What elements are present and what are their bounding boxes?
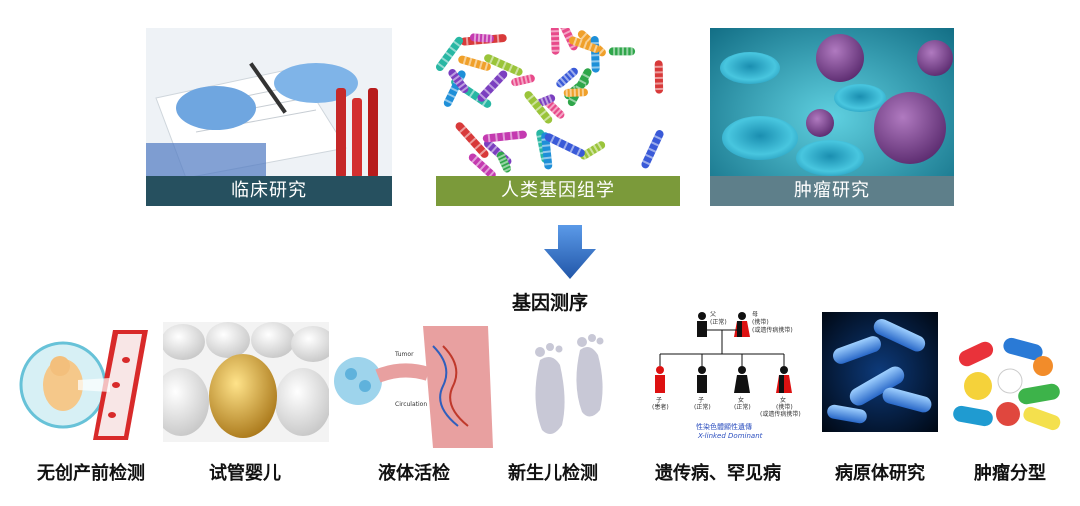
mother-icon [734, 312, 750, 337]
child-label: 子 [698, 397, 704, 404]
panel-caption: 人类基因组学 [436, 176, 680, 206]
chromosome-shape [469, 33, 494, 43]
child-icon [655, 366, 665, 393]
application-label-nipt: 无创产前检测 [37, 463, 145, 484]
child-note: (正常) [694, 403, 711, 411]
chromosome-shape [468, 153, 496, 179]
svg-text:Circulation: Circulation [395, 401, 427, 408]
chromosome-shape [641, 130, 664, 169]
chromosome-shape [477, 70, 508, 102]
application-label-newborn: 新生儿检测 [508, 463, 598, 484]
down-arrow-icon [544, 225, 596, 279]
chromosome-shape [511, 74, 535, 87]
mother-label: 母 [752, 311, 758, 318]
child-icon [734, 366, 750, 393]
pathogen-image [822, 312, 938, 432]
chromosome-shape [455, 122, 489, 158]
chromosome-shape [544, 98, 565, 119]
liquid-biopsy-image: Tumor Circulation [333, 326, 493, 448]
mother-note: (携带) [752, 318, 769, 326]
chromosome-shape [590, 36, 600, 73]
father-label: 父 [710, 311, 716, 318]
nipt-image [18, 330, 162, 440]
pedigree-chart: 父 (正常) 母 (携带) (或遗传病携带) 子 (患者) 子 (正常) 女 (… [644, 304, 808, 444]
chromosome-shape [654, 60, 664, 94]
application-label-ivf: 试管婴儿 [209, 463, 281, 484]
application-label-liquid-biopsy: 液体活检 [378, 463, 450, 484]
clinical-research-panel: 临床研究 [146, 28, 392, 206]
human-genomics-panel: 人类基因组学 [436, 28, 680, 206]
child-label: 女 [780, 396, 786, 404]
father-icon [697, 312, 707, 337]
ivf-image [163, 322, 329, 442]
tumor-research-panel: 肿瘤研究 [710, 28, 954, 206]
child-note: (携带) [776, 403, 793, 411]
chromosome-shape [436, 36, 464, 72]
chromosome-shape [556, 67, 578, 88]
chromosome-shape [544, 133, 585, 157]
child-label: 女 [738, 396, 744, 404]
pedigree-title-en: X-linked Dominant [697, 432, 763, 440]
clinical-research-image [146, 28, 392, 206]
panel-caption: 临床研究 [146, 176, 392, 206]
svg-text:Tumor: Tumor [394, 351, 414, 358]
application-label-tumor-typing: 肿瘤分型 [974, 463, 1046, 484]
chromosome-shape [458, 55, 491, 71]
pedigree-title-cn: 性染色體顯性遺傳 [696, 422, 752, 431]
chromosome-shape [524, 91, 553, 124]
child-note: (患者) [652, 403, 669, 411]
application-label-pathogen: 病原体研究 [835, 463, 925, 484]
father-note: (正常) [710, 318, 727, 326]
chromosome-shape [550, 28, 560, 55]
panel-caption: 肿瘤研究 [710, 176, 954, 206]
chromosome-shape [496, 151, 512, 173]
newborn-footprints-image [520, 330, 616, 442]
pills-image [948, 336, 1066, 432]
chromosome-shape [563, 88, 588, 97]
child-note: (正常) [734, 403, 751, 411]
chromosome-shape [484, 54, 523, 76]
chromosome-shape [568, 36, 600, 53]
chromosome-shape [482, 130, 527, 143]
application-label-genetic-disease: 遗传病、罕见病 [655, 463, 781, 484]
child-icon [697, 366, 707, 393]
chromosome-shape [608, 47, 636, 56]
child-label: 子 [656, 397, 662, 404]
gene-sequencing-label: 基因测序 [511, 292, 588, 314]
mother-sub: (或遗传病携带) [752, 326, 793, 334]
child-sub: (或遗传病携带) [760, 410, 801, 418]
chromosome-shape [448, 69, 469, 93]
child-icon [776, 366, 792, 393]
